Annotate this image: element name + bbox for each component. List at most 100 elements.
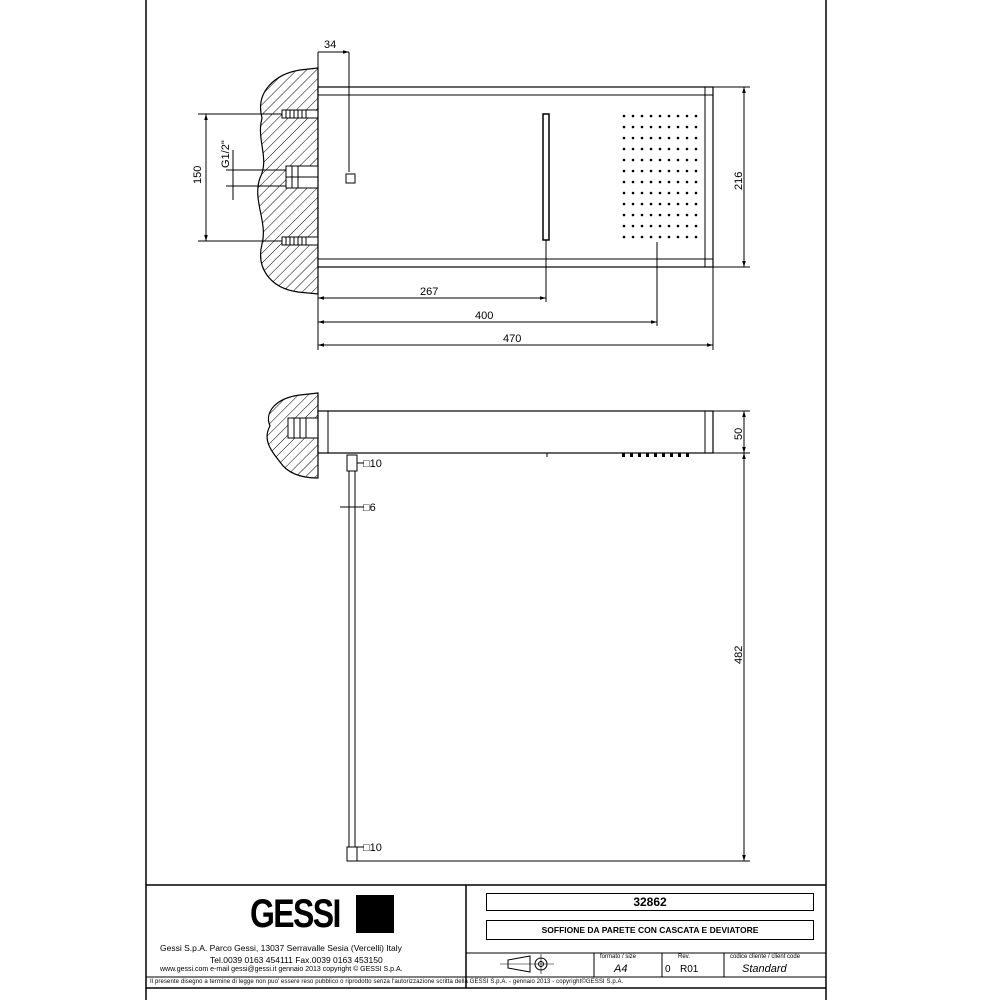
nozzle-dot <box>685 235 689 239</box>
nozzle-dot <box>649 202 653 206</box>
nozzle-dot <box>685 169 689 173</box>
gessi-logo-block <box>356 895 395 933</box>
nozzle-dot <box>676 136 680 140</box>
nozzle-dot <box>694 180 698 184</box>
nozzle-dot <box>676 191 680 195</box>
nozzle-dot <box>640 136 644 140</box>
nozzle-dot <box>631 136 635 140</box>
nozzle-dot <box>622 114 626 118</box>
nozzle-dot <box>640 213 644 217</box>
nozzle-dot <box>676 114 680 118</box>
side-nozzle <box>678 453 681 457</box>
nozzle-dot <box>667 125 671 129</box>
nozzle-dot <box>640 158 644 162</box>
rev-number: 0 <box>665 964 671 975</box>
rev-value: R01 <box>680 964 699 975</box>
dim-sq10-bottom: □10 <box>363 842 382 854</box>
nozzle-dot <box>694 169 698 173</box>
nozzle-dot <box>658 224 662 228</box>
rev-label: Rev. <box>678 954 690 960</box>
nozzle-dot <box>694 224 698 228</box>
nozzle-dot <box>658 125 662 129</box>
nozzle-dot <box>622 169 626 173</box>
nozzle-dot <box>649 136 653 140</box>
nozzle-dot <box>631 235 635 239</box>
dim-sq10-top: □10 <box>363 458 382 470</box>
rod-cap-top <box>346 454 358 472</box>
side-nozzle-row <box>622 453 689 457</box>
nozzle-dot <box>676 125 680 129</box>
nozzle-dot <box>622 202 626 206</box>
side-nozzle <box>638 453 641 457</box>
nozzle-dot <box>631 180 635 184</box>
nozzle-dot <box>649 147 653 151</box>
side-nozzle <box>654 453 657 457</box>
nozzle-dot <box>649 224 653 228</box>
nozzle-dot <box>640 224 644 228</box>
dim-216: 216 <box>733 172 745 190</box>
format-label: formato / size <box>600 954 637 960</box>
nozzle-dot <box>685 125 689 129</box>
side-nozzle <box>630 453 633 457</box>
product-description-box: SOFFIONE DA PARETE CON CASCATA E DEVIATO… <box>486 920 814 940</box>
nozzle-dot <box>622 235 626 239</box>
nozzle-dot <box>649 169 653 173</box>
nozzle-dot <box>667 202 671 206</box>
wall-anchor-upper <box>281 109 319 119</box>
rod-body <box>348 470 356 848</box>
nozzle-dot <box>622 180 626 184</box>
nozzle-dot <box>667 169 671 173</box>
side-nozzle <box>686 453 689 457</box>
water-connection-top <box>285 165 319 189</box>
cascade-slot <box>542 113 550 241</box>
nozzle-dot <box>658 147 662 151</box>
nozzle-dot <box>658 191 662 195</box>
nozzle-dot <box>685 114 689 118</box>
top-view: 34 150 G1/2" 216 267 400 470 <box>192 39 750 350</box>
nozzle-dot <box>694 235 698 239</box>
nozzle-dot <box>640 147 644 151</box>
nozzle-dot <box>640 202 644 206</box>
nozzle-dot <box>631 125 635 129</box>
nozzle-dot <box>640 125 644 129</box>
product-code-box: 32862 <box>486 893 814 911</box>
client-code-label: codice cliente / client code <box>730 954 801 960</box>
nozzle-dot <box>667 224 671 228</box>
nozzle-dot <box>676 202 680 206</box>
product-code: 32862 <box>633 895 667 909</box>
nozzle-dot <box>685 213 689 217</box>
nozzle-dot <box>694 125 698 129</box>
nozzle-dot <box>694 136 698 140</box>
dim-34: 34 <box>324 39 336 51</box>
nozzle-dot <box>676 158 680 162</box>
nozzle-dot <box>667 180 671 184</box>
dim-thread: G1/2" <box>220 140 232 168</box>
wall-anchor-lower <box>281 236 319 246</box>
nozzle-dot <box>676 147 680 151</box>
company-phone: Tel.0039 0163 454111 Fax.0039 0163 45315… <box>210 955 383 965</box>
marker-square <box>345 173 356 184</box>
nozzle-dot <box>685 158 689 162</box>
nozzle-dot <box>649 213 653 217</box>
nozzle-dot <box>658 114 662 118</box>
rod-cap-bottom <box>346 846 358 862</box>
nozzle-dot <box>649 180 653 184</box>
nozzle-dot <box>685 147 689 151</box>
nozzle-dot <box>667 114 671 118</box>
nozzle-dot <box>685 191 689 195</box>
nozzle-dot <box>658 158 662 162</box>
nozzle-dot <box>649 158 653 162</box>
nozzle-dot <box>631 224 635 228</box>
nozzle-dot <box>631 158 635 162</box>
nozzle-dot <box>676 180 680 184</box>
title-block-frame <box>146 884 826 988</box>
nozzle-dot <box>694 114 698 118</box>
nozzle-dot <box>676 224 680 228</box>
dim-267: 267 <box>420 286 438 298</box>
company-web: www.gessi.com e-mail gessi@gessi.it genn… <box>160 966 403 973</box>
nozzle-dot <box>676 169 680 173</box>
nozzle-dot <box>631 202 635 206</box>
nozzle-dot <box>685 224 689 228</box>
nozzle-dot <box>658 213 662 217</box>
